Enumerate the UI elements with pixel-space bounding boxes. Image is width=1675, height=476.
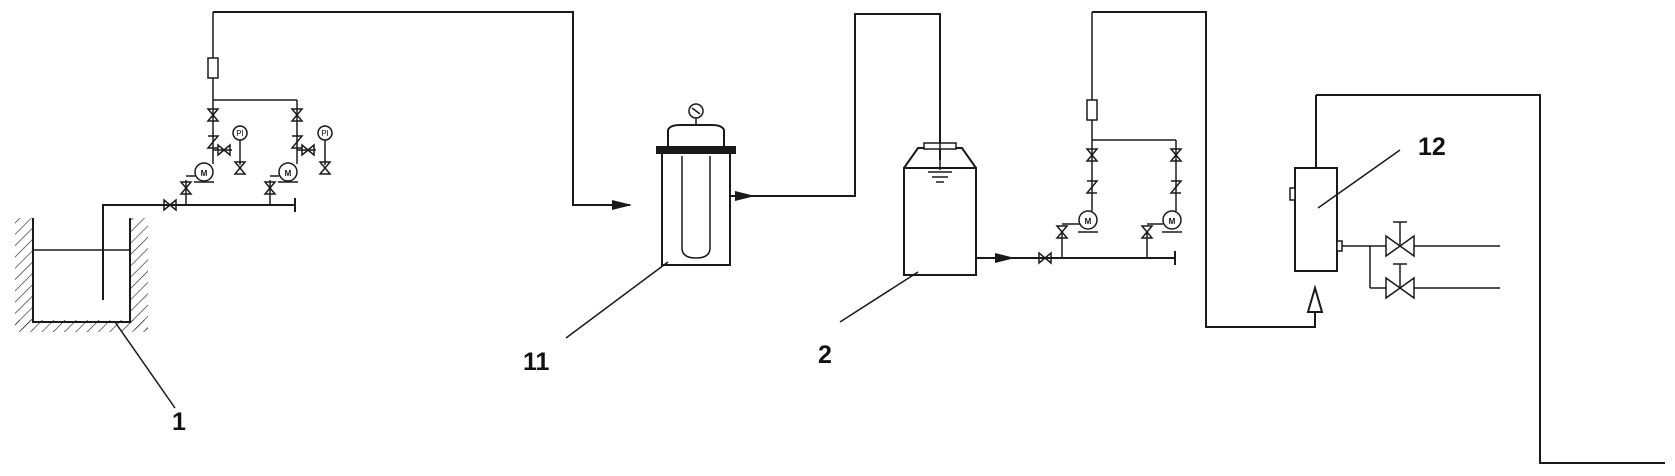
leader-line-2	[839, 271, 919, 323]
pipe-to-column	[1092, 11, 1316, 328]
label-tank-1: 1	[172, 408, 186, 436]
svg-text:M: M	[201, 169, 208, 178]
sump-tank-1	[15, 204, 160, 332]
pump-d-icon	[1162, 210, 1182, 230]
pump-skid-2: M M	[1038, 12, 1182, 264]
svg-text:M: M	[285, 169, 292, 178]
flow-arrow-icon	[612, 200, 632, 210]
leader-line-11	[565, 261, 669, 339]
column-overhead-pipe	[1316, 94, 1665, 464]
pipe-to-storage	[730, 13, 941, 197]
leader-line-12	[1317, 149, 1401, 209]
leader-line-1	[114, 321, 176, 409]
inlet-nozzle-icon	[1306, 284, 1324, 313]
pipe-to-filter	[213, 11, 630, 206]
filter-vessel-11	[656, 103, 736, 266]
pump-skid-1: M PI M PI	[160, 12, 333, 212]
svg-text:M: M	[1169, 217, 1176, 226]
pump-c-icon	[1078, 210, 1098, 230]
flowmeter-1-icon	[207, 57, 219, 79]
svg-text:PI: PI	[321, 129, 329, 138]
pump-b-icon	[278, 162, 298, 182]
flowmeter-2-icon	[1086, 99, 1098, 121]
flow-arrow-icon	[995, 253, 1015, 263]
svg-text:PI: PI	[236, 129, 244, 138]
flow-arrow-icon	[735, 191, 755, 201]
label-storage-2: 2	[818, 341, 832, 369]
label-column-12: 12	[1418, 133, 1446, 161]
column-unit-12	[1289, 94, 1665, 464]
pump-a-icon	[194, 162, 214, 182]
svg-text:M: M	[1085, 217, 1092, 226]
label-filter-11: 11	[523, 348, 550, 376]
storage-tank-2	[903, 142, 977, 276]
